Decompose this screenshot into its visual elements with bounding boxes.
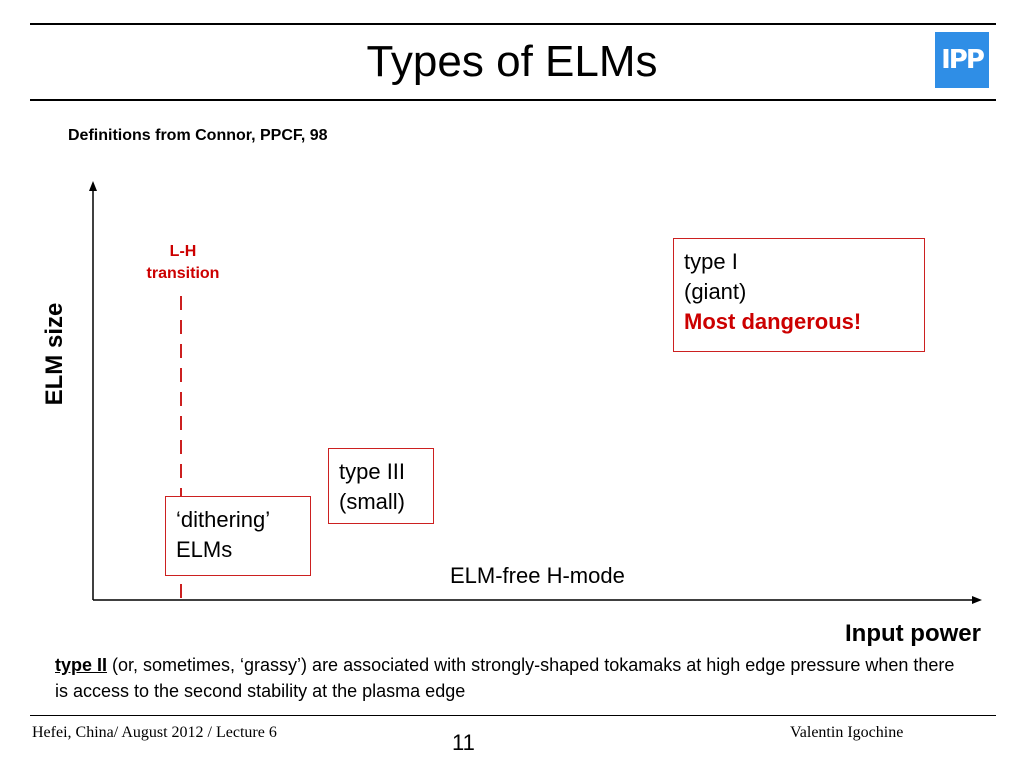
type-III-label: type III — [339, 459, 406, 484]
dithering-elms: ELMs — [176, 537, 233, 562]
elm-free-h-mode-label: ELM-free H-mode — [450, 563, 625, 588]
x-axis-label: Input power — [845, 620, 981, 647]
footer-author: Valentin Igochine — [790, 724, 904, 741]
y-axis-arrowhead — [89, 181, 97, 191]
footer-rule — [30, 715, 996, 716]
y-axis-label: ELM size — [41, 302, 68, 406]
x-axis-arrowhead — [972, 596, 982, 604]
header-bottom-rule — [30, 99, 996, 101]
type-II-term: type II — [55, 655, 108, 675]
page-number: 11 — [452, 730, 475, 755]
type-III-size: (small) — [339, 489, 405, 514]
ipp-logo: IPP — [935, 32, 989, 88]
definition-source: Definitions from Connor, PPCF, 98 — [68, 127, 328, 144]
type-II-note: type II (or, sometimes, ‘grassy’) are as… — [55, 652, 955, 704]
lh-label-line1: L-H — [169, 243, 197, 260]
lh-label-line2: transition — [146, 265, 220, 282]
type-I-warning: Most dangerous! — [684, 309, 862, 334]
type-II-description: (or, sometimes, ‘grassy’) are associated… — [55, 655, 955, 701]
type-III-box: type III (small) — [328, 448, 434, 524]
lh-transition-label: L-H transition — [128, 241, 238, 285]
dithering-box: ‘dithering’ ELMs — [165, 496, 311, 576]
dithering-label: ‘dithering’ — [176, 507, 271, 532]
footer-event: Hefei, China/ August 2012 / Lecture 6 — [32, 724, 277, 741]
header-top-rule — [30, 23, 996, 25]
type-I-box: type I (giant) Most dangerous! — [673, 238, 925, 352]
type-I-size: (giant) — [684, 279, 747, 304]
type-I-label: type I — [684, 249, 738, 274]
page-title: Types of ELMs — [366, 37, 658, 86]
